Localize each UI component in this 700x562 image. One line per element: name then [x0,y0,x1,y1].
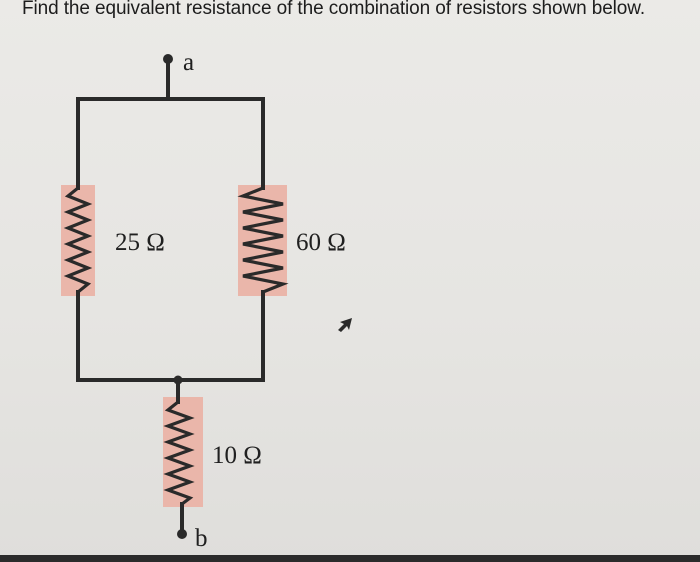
screen-bottom-edge [0,555,700,562]
left-resistor-25 [63,186,93,294]
terminal-b-dot [177,529,187,539]
bottom-resistor-10 [163,400,195,506]
terminal-b-label: b [195,525,208,552]
left-resistor-label: 25 Ω [115,229,165,256]
question-text: Find the equivalent resistance of the co… [22,0,646,19]
right-resistor-label: 60 Ω [296,229,346,256]
terminal-a-dot [163,54,173,64]
bottom-resistor-label: 10 Ω [212,442,262,469]
terminal-a-label: a [183,49,194,76]
cursor-arrow-icon [338,318,352,332]
right-resistor-60 [237,186,289,294]
